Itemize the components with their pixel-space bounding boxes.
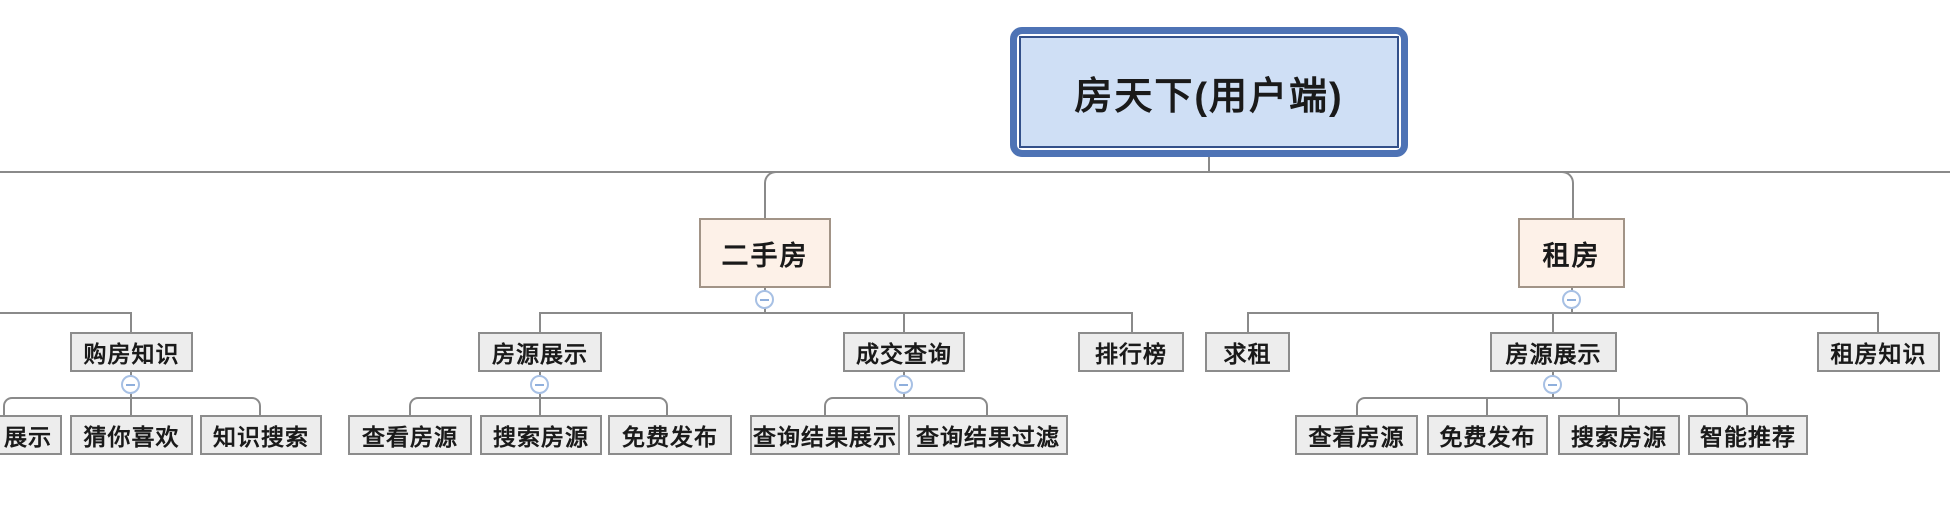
root-drop-connector [1208, 157, 1210, 172]
node-chaxunjieguoguolv[interactable]: 查询结果过滤 [908, 415, 1068, 455]
drop-cainixihuan [130, 397, 132, 415]
minus-bar [1567, 298, 1576, 301]
zufang-children-line [1247, 312, 1878, 314]
collapse-minus-icon-goufangzhishi[interactable] [121, 375, 140, 394]
node-mianfeifabu-esf[interactable]: 免费发布 [608, 415, 732, 455]
node-chengjiaochaxun[interactable]: 成交查询 [843, 332, 965, 372]
node-zhinengtuijian[interactable]: 智能推荐 [1688, 415, 1808, 455]
node-goufangzhishi[interactable]: 购房知识 [70, 332, 193, 372]
drop-chengjiaochaxun [903, 312, 905, 332]
node-mianfeifabu-zf[interactable]: 免费发布 [1427, 415, 1548, 455]
drop-sousuofangyuan-esf [539, 397, 541, 415]
ershoufang-children-line [539, 312, 1133, 314]
drop-mianfeifabu-zf [1486, 397, 1488, 415]
node-qiuzu[interactable]: 求租 [1205, 332, 1290, 372]
node-cainixihuan[interactable]: 猜你喜欢 [70, 415, 193, 455]
node-zufang[interactable]: 租房 [1518, 218, 1625, 288]
connector-to-zufang [1556, 171, 1574, 221]
collapse-minus-icon-zufang[interactable] [1562, 290, 1581, 309]
collapse-minus-icon-chengjiaochaxun[interactable] [894, 375, 913, 394]
drop-goufangzhishi [130, 312, 132, 332]
drop-zufangzhishi [1877, 312, 1879, 332]
node-chakanfangyuan-esf[interactable]: 查看房源 [348, 415, 472, 455]
connector-to-ershoufang [764, 171, 782, 221]
goufangzhishi-children-bracket [3, 397, 261, 415]
trunk-connector [0, 171, 1950, 173]
node-zufangzhishi[interactable]: 租房知识 [1817, 332, 1940, 372]
minus-bar [126, 383, 135, 386]
node-sousuofangyuan-esf[interactable]: 搜索房源 [480, 415, 602, 455]
node-paihangbang[interactable]: 排行榜 [1078, 332, 1184, 372]
node-root[interactable]: 房天下(用户端) [1010, 27, 1408, 157]
fangyuanzhanshi-zf-children-bracket [1356, 397, 1748, 415]
minus-bar [899, 383, 908, 386]
node-ershoufang[interactable]: 二手房 [699, 218, 831, 288]
offscreen-branch-child-line [0, 312, 131, 314]
drop-paihangbang [1131, 312, 1133, 332]
node-fangyuanzhanshi-esf[interactable]: 房源展示 [478, 332, 602, 372]
drop-sousuofangyuan-zf [1618, 397, 1620, 415]
collapse-minus-icon-ershoufang[interactable] [755, 290, 774, 309]
fangyuanzhanshi-esf-children-bracket [409, 397, 668, 415]
drop-fangyuanzhanshi-zf [1552, 312, 1554, 332]
root-label: 房天下(用户端) [1019, 36, 1399, 148]
drop-fangyuanzhanshi-esf [539, 312, 541, 332]
node-chaxunjieguozhanshi[interactable]: 查询结果展示 [750, 415, 900, 455]
collapse-minus-icon-fangyuanzhanshi-zf[interactable] [1543, 375, 1562, 394]
collapse-minus-icon-fangyuanzhanshi-esf[interactable] [530, 375, 549, 394]
chengjiaochaxun-children-bracket [824, 397, 988, 415]
node-zhishisousuo[interactable]: 知识搜索 [200, 415, 322, 455]
node-sousuofangyuan-zf[interactable]: 搜索房源 [1558, 415, 1680, 455]
minus-bar [1548, 383, 1557, 386]
minus-bar [535, 383, 544, 386]
drop-qiuzu [1247, 312, 1249, 332]
minus-bar [760, 298, 769, 301]
node-zhanshi-clipped[interactable]: 展示 [0, 415, 62, 455]
node-fangyuanzhanshi-zf[interactable]: 房源展示 [1490, 332, 1617, 372]
node-chakanfangyuan-zf[interactable]: 查看房源 [1295, 415, 1418, 455]
